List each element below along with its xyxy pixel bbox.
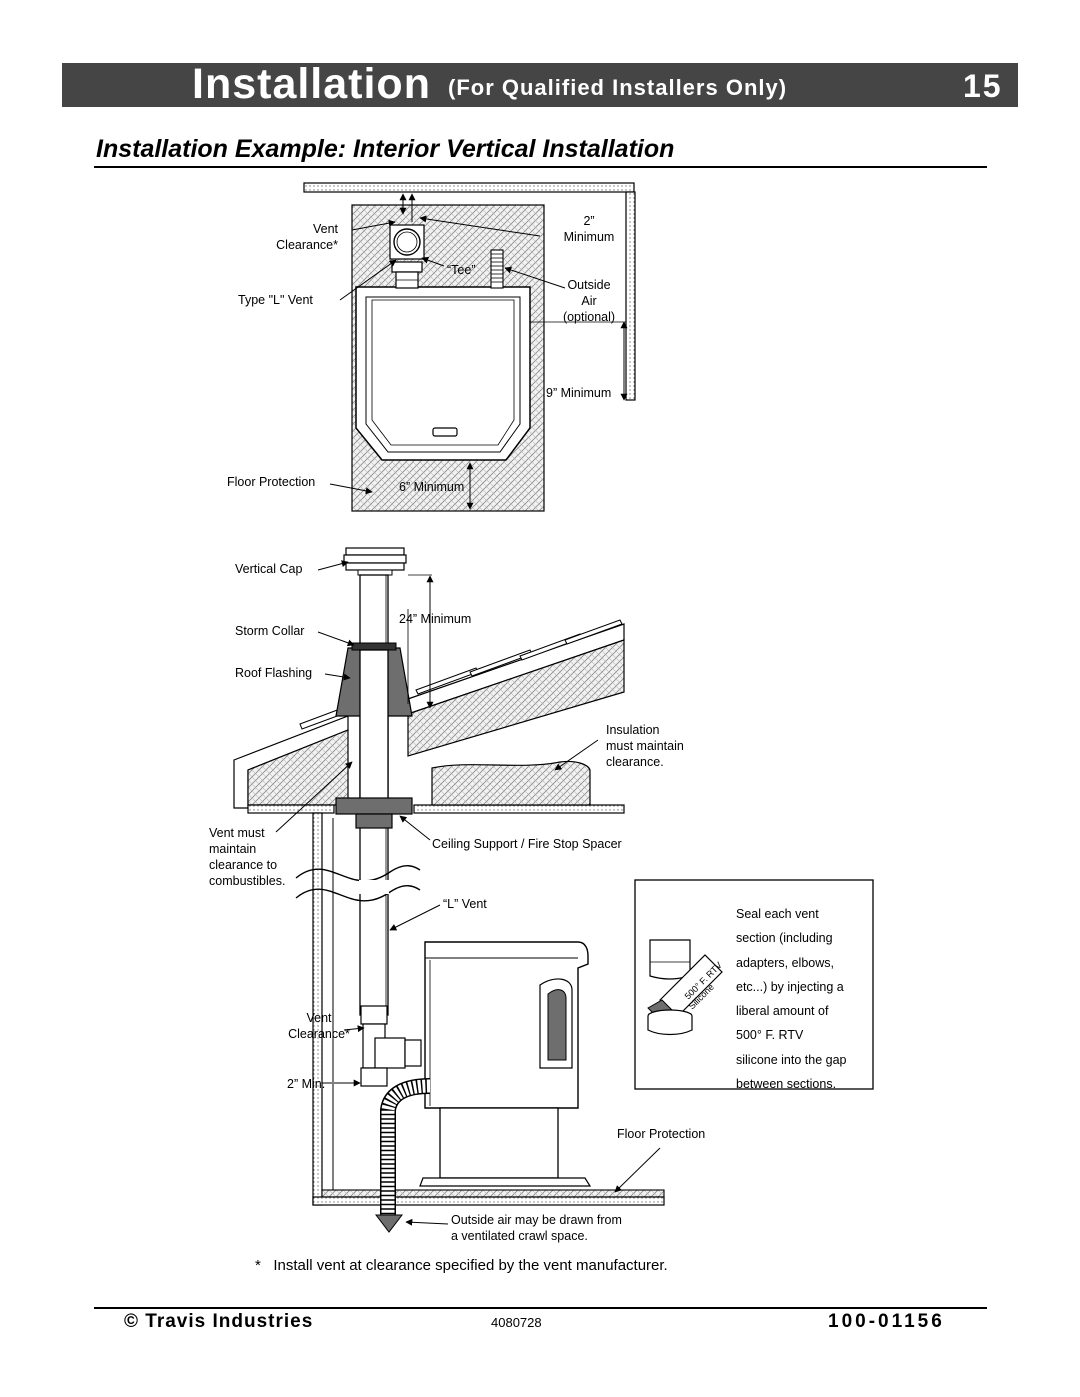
seal-box-text: Seal each vent section (including adapte… (736, 907, 847, 1092)
roof-flashing-label: Roof Flashing (235, 666, 313, 680)
footer-rule (94, 1307, 987, 1309)
footnote: * Install vent at clearance specified by… (255, 1257, 668, 1274)
title-rule (94, 166, 987, 168)
header-subtitle: (For Qualified Installers Only) (448, 75, 788, 100)
side-view (233, 547, 665, 1233)
header-title: Installation (192, 60, 431, 108)
stove-top-view (355, 286, 531, 461)
tee-label: “Tee” (447, 263, 476, 277)
footer-company: © Travis Industries (124, 1311, 314, 1332)
insulation (431, 760, 591, 806)
two-min-label: 2” Min. (287, 1077, 326, 1091)
twenty-four-minimum-label: 24” Minimum (399, 612, 472, 626)
section-title: Installation Example: Interior Vertical … (96, 135, 675, 163)
footer-code: 4080728 (491, 1315, 542, 1330)
storm-collar-label: Storm Collar (235, 624, 305, 638)
header-bar (62, 63, 1018, 107)
floor-protection-label-top: Floor Protection (227, 475, 316, 489)
six-minimum-label: 6” Minimum (399, 480, 465, 494)
top-view (303, 182, 636, 512)
l-vent-label: “L” Vent (443, 897, 487, 911)
ceiling-support-label: Ceiling Support / Fire Stop Spacer (432, 837, 622, 851)
vertical-cap-label: Vertical Cap (235, 562, 303, 576)
footer-part-number: 100-01156 (828, 1311, 945, 1332)
nine-minimum-label: 9” Minimum (546, 386, 612, 400)
floor-protection-label-side: Floor Protection (617, 1127, 706, 1141)
seal-box: 500° F. RTV Silicone (634, 879, 874, 1090)
page-number: 15 (963, 68, 1003, 104)
type-l-vent-label: Type "L" Vent (238, 293, 313, 307)
ceiling-support (335, 797, 413, 815)
vertical-cap (345, 547, 405, 556)
storm-collar (351, 642, 397, 651)
two-inch-minimum-label: 2”Minimum (563, 214, 615, 244)
